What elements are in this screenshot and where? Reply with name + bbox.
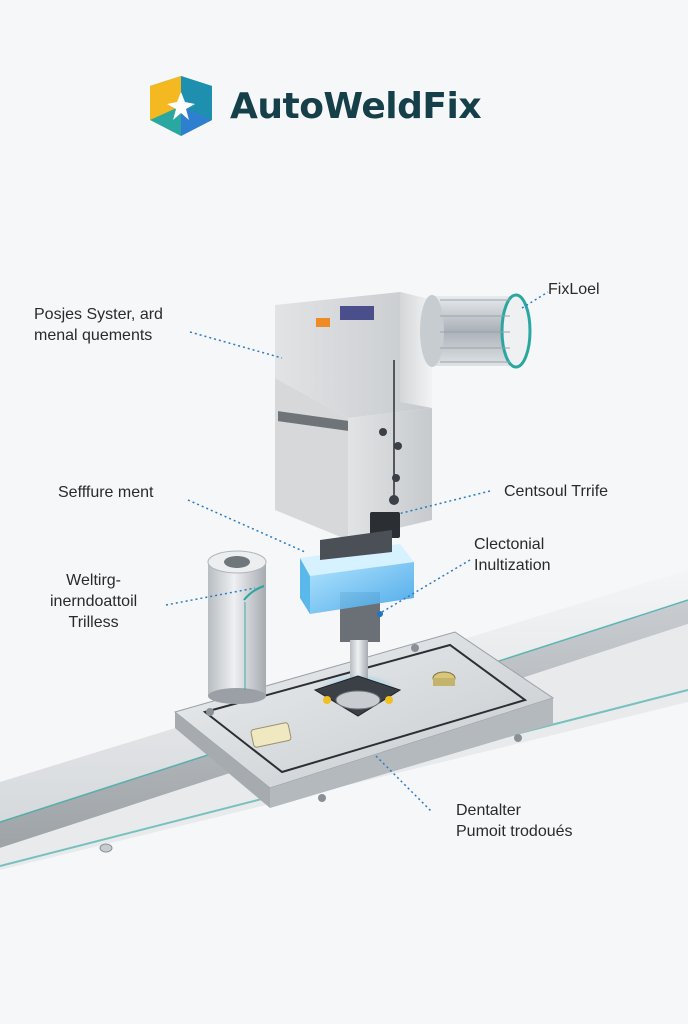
brand-name: AutoWeldFix — [230, 85, 482, 127]
logo-mark-icon — [150, 76, 212, 136]
callout-control-unit: Centsoul Trrife — [504, 483, 609, 500]
main-housing — [275, 292, 432, 560]
callout-fixload: FixLoel — [548, 281, 600, 298]
support-pillar — [207, 550, 267, 704]
brand-logo: AutoWeldFix — [150, 76, 482, 136]
wire-spool — [420, 293, 532, 369]
leader-lines — [165, 291, 549, 813]
callout-seizure-mount: Sefffure ment — [58, 484, 154, 501]
